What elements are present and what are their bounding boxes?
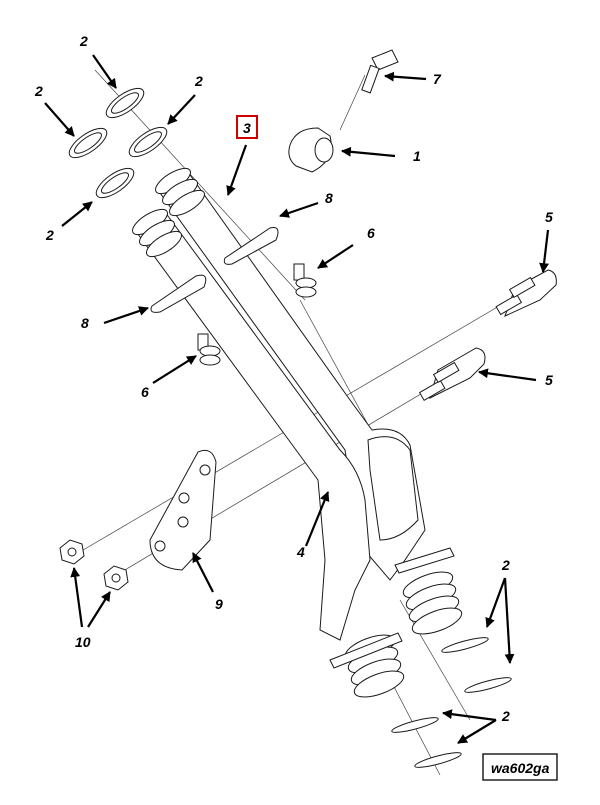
hose-upper [495, 269, 557, 317]
callout-5-lower: 5 [545, 372, 553, 388]
callout-4: 4 [296, 544, 305, 560]
callout-7: 7 [433, 71, 442, 87]
callout-2-left: 2 [34, 83, 43, 99]
bolt [361, 49, 399, 94]
callout-3: 3 [243, 120, 251, 136]
callout-1: 1 [413, 148, 421, 164]
callout-5-upper: 5 [545, 209, 553, 225]
tube-assembly [132, 167, 463, 698]
callout-3-highlight-box [236, 115, 258, 139]
o-ring-gaskets-bottom [391, 637, 512, 768]
callout-2-top-right: 2 [194, 73, 203, 89]
callout-6-upper: 6 [367, 225, 375, 241]
figure-id: wa602ga [491, 760, 550, 776]
stud-lower [197, 333, 221, 366]
bellows-bottom-rear [402, 571, 463, 635]
clamp [288, 127, 334, 173]
bellows-top-front [132, 208, 182, 258]
hose-lower [418, 347, 486, 402]
figure-id-box: wa602ga [482, 753, 558, 781]
stud-upper [293, 263, 317, 298]
leader-arrows [44, 54, 550, 744]
callout-labels: 2 2 2 2 3 1 7 8 6 8 6 5 5 4 9 10 2 2 [34, 33, 553, 724]
callout-10: 10 [75, 634, 91, 650]
callout-9: 9 [215, 596, 223, 612]
o-ring-gaskets-top [68, 87, 168, 199]
callout-8-lower: 8 [81, 315, 89, 331]
nuts [59, 539, 129, 591]
callout-2-top: 2 [79, 33, 88, 49]
callout-8-upper: 8 [325, 190, 333, 206]
callout-2-lower-left: 2 [45, 227, 54, 243]
callout-2-bottom: 2 [501, 708, 510, 724]
callout-6-lower: 6 [141, 384, 149, 400]
bellows-top-rear [155, 167, 205, 217]
callout-2-lower-right: 2 [501, 557, 510, 573]
bracket [149, 449, 217, 571]
